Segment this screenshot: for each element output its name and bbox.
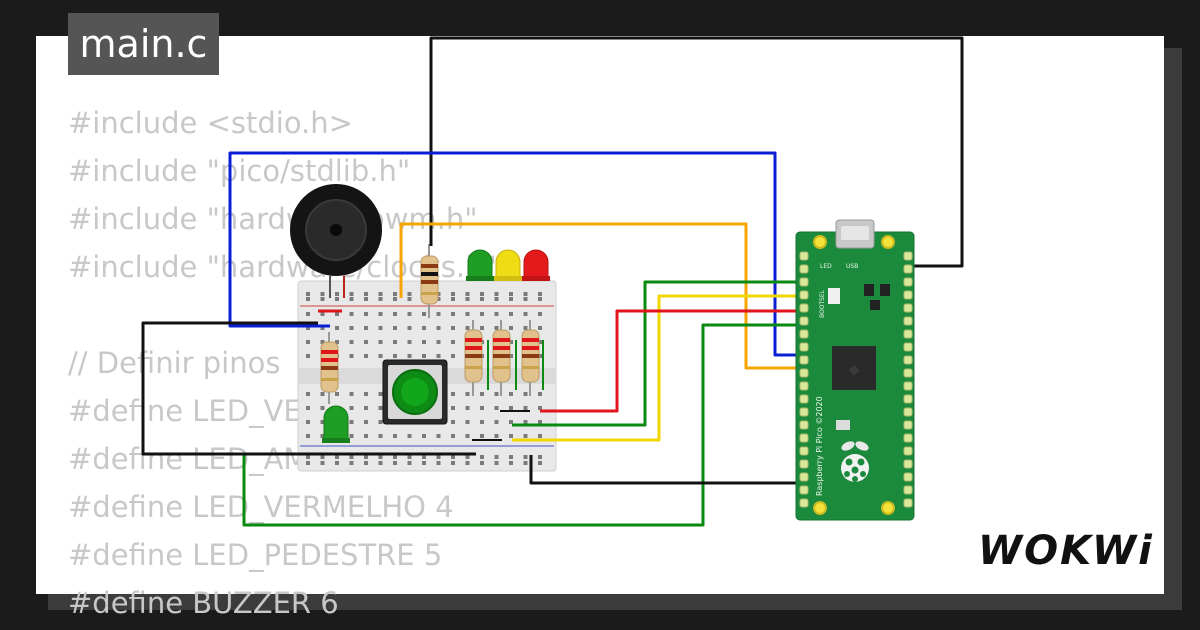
code-line: #include "pico/stdlib.h" [68,154,411,188]
raspberry-pi-pico: ◆ LED USB BOOTSEL Raspberry Pi Pico ©202… [795,219,915,521]
led-pedestrian [322,405,350,443]
wires [141,36,964,527]
code-line: #define LED_VERMELHO 4 [68,490,454,524]
pico-board-label: Raspberry Pi Pico ©2020 [815,396,824,496]
wire-black-left [141,321,476,456]
led-green [466,249,494,281]
file-tab-main-c[interactable]: main.c [68,13,219,75]
raspberry-logo-icon [841,441,869,482]
wire-green-2 [242,323,805,527]
led-red [522,249,550,281]
buzzer [290,184,382,298]
pico-usb-label: USB [846,263,858,270]
code-line: // Definir pinos [68,346,281,380]
wire-black-bottom [529,455,805,485]
wire-black-top [429,36,964,268]
wire-orange [399,222,805,370]
pico-led-label: LED [820,263,832,270]
wire-yellow [512,294,805,442]
resistor [320,332,339,404]
wokwi-logo: WOKWi [978,528,1154,574]
code-line: #define LED_PEDESTRE 5 [68,538,443,572]
wire-red [540,309,805,413]
resistor [521,320,540,396]
push-button[interactable] [382,359,448,425]
code-line: #define BUZZER 6 [68,586,339,620]
wire-blue [228,151,805,357]
led-yellow [494,249,522,281]
resistor [492,320,511,396]
code-line: #include <stdio.h> [68,106,353,140]
resistor [420,244,439,318]
wire-green-1 [512,280,805,427]
resistor [464,320,483,396]
svg-text:◆: ◆ [849,362,860,378]
pico-bootsel-label: BOOTSEL [819,289,826,318]
